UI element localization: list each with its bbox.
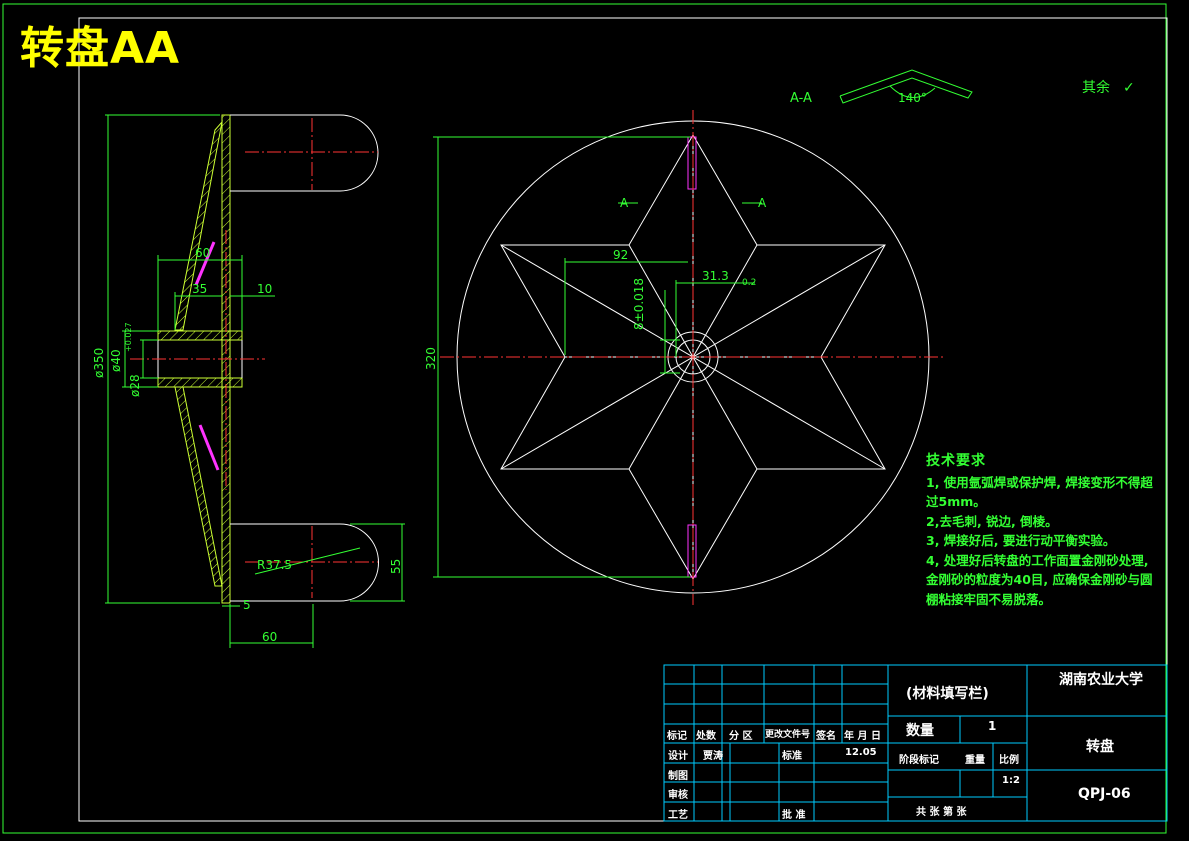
quantity-label: 数量: [906, 723, 934, 739]
dim-60: 60: [195, 246, 210, 260]
dim-55: 55: [389, 559, 403, 574]
header-sign: 签名: [816, 731, 836, 742]
dim-d28: ø28: [128, 374, 142, 397]
dim-92: 92: [613, 248, 628, 262]
side-view: [130, 114, 379, 604]
tech-item: 4, 处理好后转盘的工作面置金刚砂处理, 金刚砂的粒度为40目, 应确保金刚砂与…: [926, 552, 1153, 607]
technical-requirements: 技术要求 1, 使用氩弧焊或保护焊, 焊接变形不得超过5mm。 2,去毛刺, 锐…: [926, 452, 1158, 609]
approve-label: 批 准: [782, 810, 806, 821]
blade-top: [230, 114, 379, 192]
tech-item: 2,去毛刺, 锐边, 倒棱。: [926, 513, 1058, 529]
draw-label: 制图: [668, 771, 688, 782]
front-view: [440, 110, 945, 605]
header-count: 处数: [696, 731, 716, 742]
section-mark-left: A: [620, 196, 629, 210]
tech-item: 3, 焊接好后, 要进行动平衡实验。: [926, 533, 1116, 548]
school-name: 湖南农业大学: [1059, 672, 1143, 688]
process-label: 工艺: [668, 810, 688, 821]
section-label: A-A: [790, 91, 812, 106]
roughness-note: 其余: [1082, 79, 1110, 96]
tech-heading: 技术要求: [926, 453, 986, 469]
stage-label: 阶段标记: [899, 755, 939, 766]
header-doc: 更改文件号: [765, 730, 811, 740]
quantity-value: 1: [988, 719, 997, 733]
check-mark-icon: ✓: [1123, 80, 1135, 96]
part-name: 转盘: [1086, 739, 1114, 755]
dim-d350: ø350: [92, 348, 106, 378]
design-label: 设计: [668, 751, 688, 762]
side-dimensions: [105, 114, 405, 648]
front-dimensions: [433, 136, 762, 578]
scale-value: 1:2: [1002, 775, 1020, 786]
sheet-count: 共 张 第 张: [916, 807, 967, 818]
drawing-title: 转盘AA: [20, 23, 181, 74]
dim-8: 8±0.018: [632, 278, 646, 330]
inner-frame: [78, 17, 1168, 822]
dim-d40-tol: +0.027: [124, 322, 133, 352]
dim-60-bottom: 60: [262, 630, 277, 644]
design-date: 12.05: [845, 747, 877, 758]
dim-5: 5: [243, 598, 251, 612]
material-field: (材料填写栏): [906, 686, 989, 702]
dim-35: 35: [192, 282, 207, 296]
dim-d40: ø40: [109, 349, 123, 372]
header-zone: 分 区: [729, 731, 753, 742]
scale-label: 比例: [999, 755, 1019, 766]
dim-320: 320: [424, 347, 438, 370]
check-label: 审核: [668, 790, 688, 801]
dim-10: 10: [257, 282, 272, 296]
header-mark: 标记: [667, 731, 687, 742]
dim-31-3-tol: 0.2: [742, 278, 756, 288]
designer-name: 贾涛: [703, 751, 723, 762]
standard-label: 标准: [782, 751, 802, 762]
outer-frame: [2, 3, 1167, 834]
weight-label: 重量: [965, 755, 985, 766]
header-date: 年 月 日: [844, 731, 881, 742]
dim-31-3: 31.3: [702, 269, 729, 283]
upper-cone: [174, 120, 223, 331]
section-angle: 140°: [898, 91, 927, 105]
drawing-number: QPJ-06: [1078, 786, 1131, 802]
tech-item: 1, 使用氩弧焊或保护焊, 焊接变形不得超过5mm。: [926, 474, 1153, 510]
hub-top: [157, 330, 243, 341]
section-sketch: [839, 69, 973, 104]
section-mark-right: A: [758, 196, 767, 210]
blade-bottom: [230, 523, 379, 602]
dim-r375: R37.5: [257, 558, 292, 572]
hub-bottom: [157, 377, 243, 388]
